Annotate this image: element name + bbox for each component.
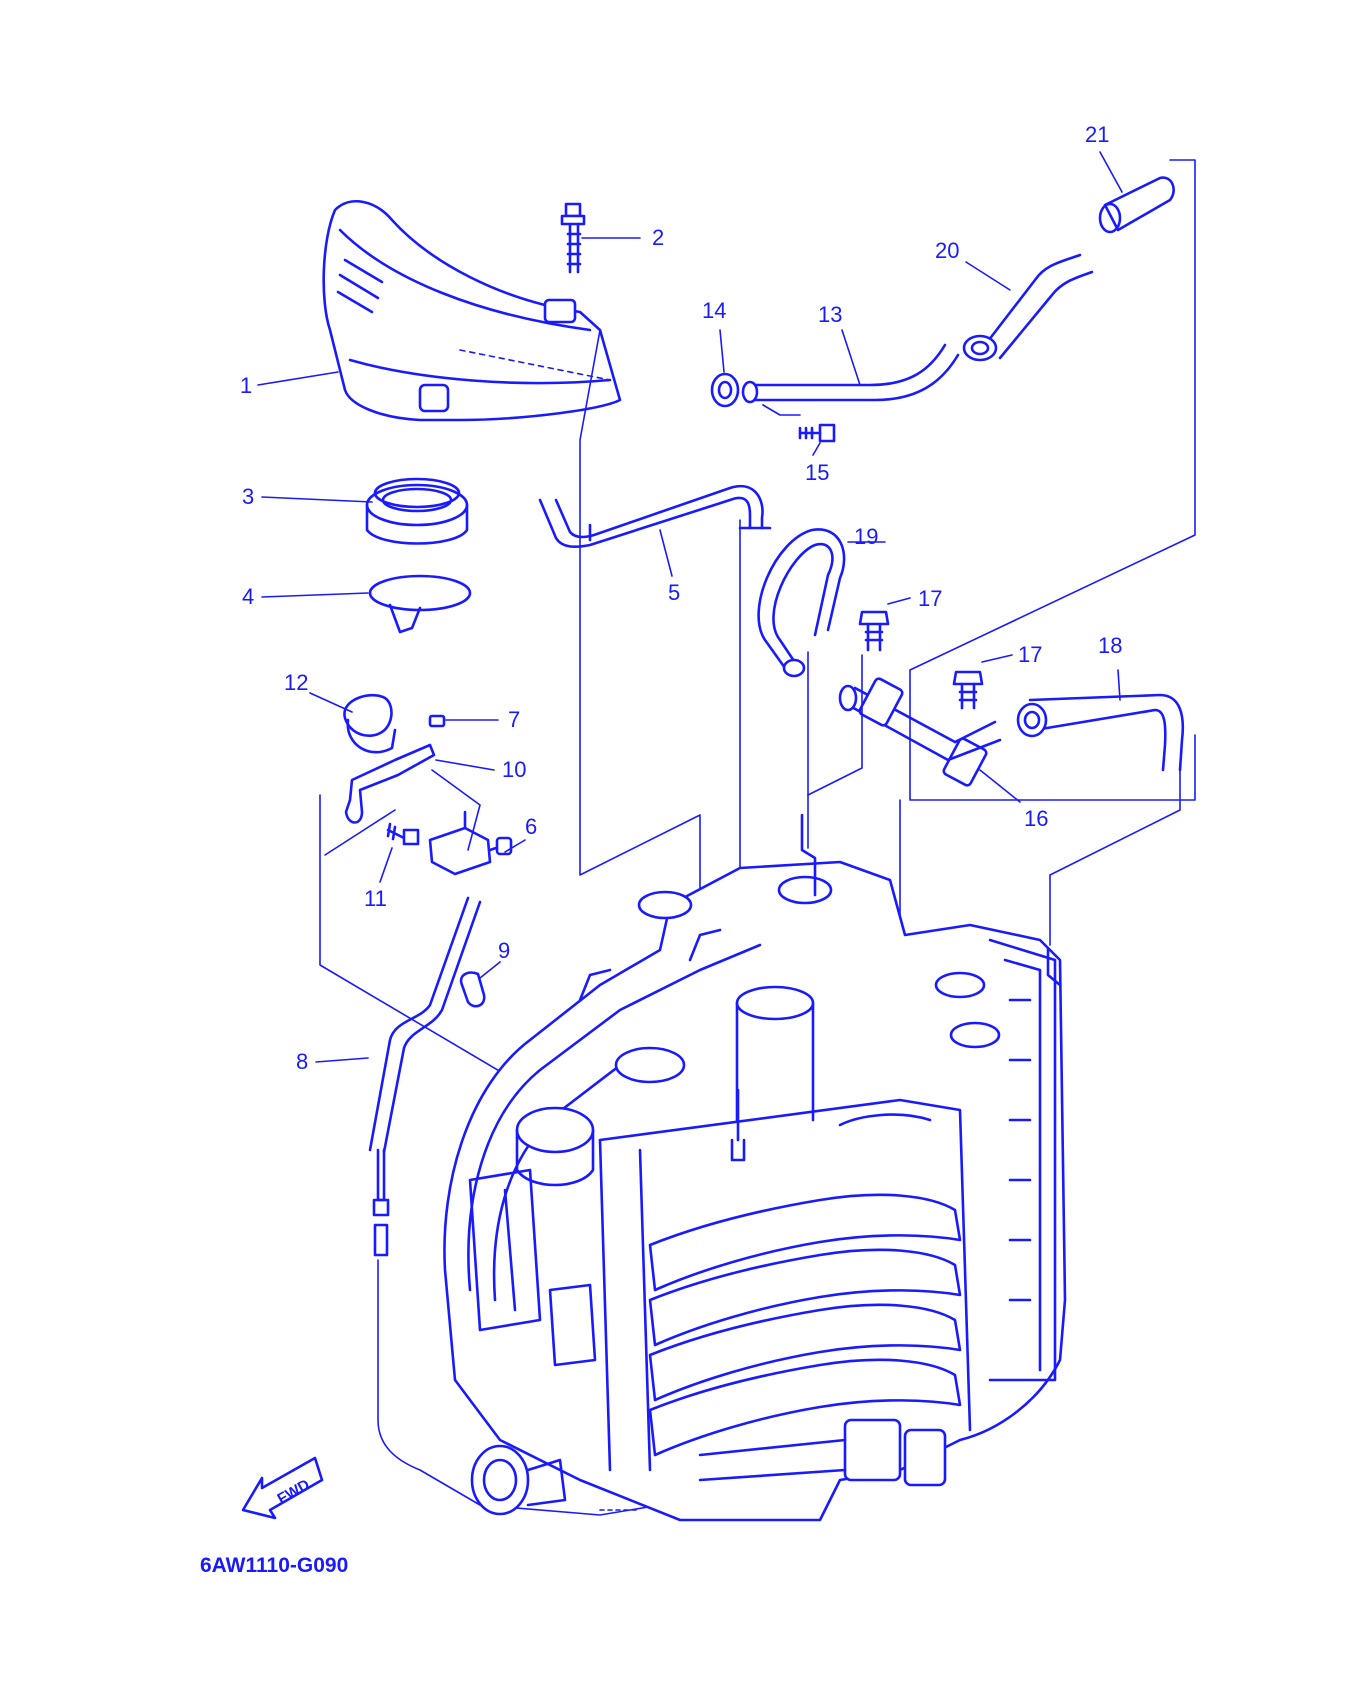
label-part-19: 19	[854, 524, 878, 549]
label-part-1: 1	[240, 373, 252, 398]
part-18-hose	[1016, 693, 1185, 772]
label-part-15: 15	[805, 460, 829, 485]
part-6-valve	[428, 810, 513, 876]
label-part-20: 20	[935, 238, 959, 263]
label-part-17a: 17	[918, 586, 942, 611]
part-20-hose	[962, 253, 1094, 362]
part-7-cap	[428, 714, 446, 728]
label-part-13: 13	[818, 302, 842, 327]
label-part-2: 2	[652, 225, 664, 250]
label-part-12: 12	[284, 670, 308, 695]
part-19-hose	[757, 528, 846, 678]
label-part-17b: 17	[1018, 642, 1042, 667]
part-17-bolt-a	[858, 610, 890, 652]
part-2-bolt	[560, 202, 586, 274]
part-21-sleeve	[1098, 176, 1175, 234]
label-part-4: 4	[242, 584, 254, 609]
part-17-bolt-b	[952, 670, 984, 710]
part-5-hose	[538, 485, 772, 549]
part-4-band	[368, 574, 472, 634]
label-part-11: 11	[364, 886, 387, 911]
label-part-3: 3	[242, 484, 254, 509]
part-15-bolt	[762, 404, 836, 443]
part-3-seal	[365, 477, 469, 545]
part-13-hose	[741, 343, 960, 404]
label-part-14: 14	[702, 298, 726, 323]
part-1-silencer	[322, 200, 622, 422]
label-part-9: 9	[498, 938, 510, 963]
part-16-union	[838, 677, 1002, 787]
fwd-arrow-icon: FWD	[241, 1456, 324, 1520]
label-part-10: 10	[502, 757, 526, 782]
label-part-8: 8	[296, 1049, 308, 1074]
label-part-5: 5	[668, 580, 680, 605]
label-part-7: 7	[508, 707, 520, 732]
label-part-6: 6	[525, 814, 537, 839]
engine-block	[443, 813, 1067, 1522]
part-10-bracket	[344, 743, 436, 824]
label-part-16: 16	[1024, 806, 1048, 831]
part-14-grommet	[710, 372, 740, 408]
callouts: 1 2 3 4 5 6 7 8 9 10 11 12 13 14 15 16 1	[240, 122, 1123, 1074]
part-11-screw	[386, 822, 420, 846]
part-8-hose	[368, 896, 482, 1257]
label-part-18: 18	[1098, 633, 1122, 658]
label-part-21: 21	[1085, 122, 1109, 147]
part-12-clip	[343, 693, 397, 754]
drawing-code: 6AW1110-G090	[200, 1554, 348, 1577]
part-9-clip	[459, 971, 486, 1008]
